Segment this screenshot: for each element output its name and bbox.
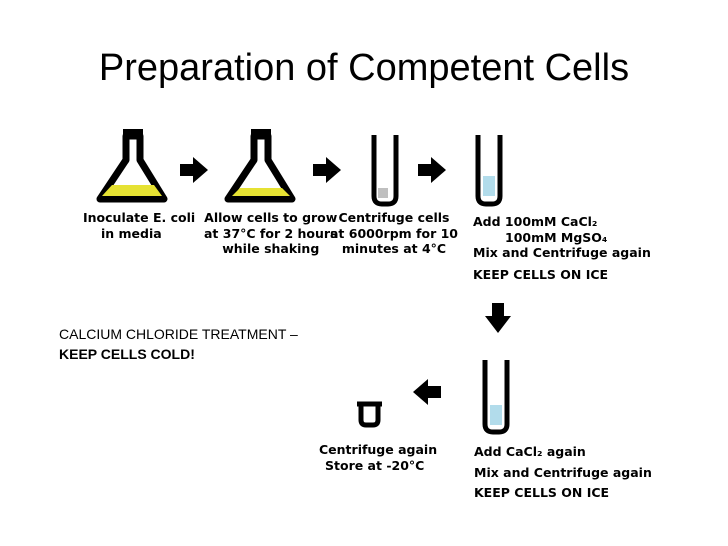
tube-icon-centrifuge [371, 135, 399, 207]
cells [483, 176, 495, 196]
arrow-right-icon [180, 157, 208, 183]
step-label-centrifuge-1: Centrifuge cells at 6000rpm for 10 minut… [330, 210, 458, 256]
flask-icon-grow [224, 129, 296, 203]
step-label-inoculate: Inoculate E. coli in media [83, 210, 196, 241]
tube-icon-wash [482, 360, 510, 435]
arrow-left-icon [413, 379, 441, 405]
step-label-allow-grow: Allow cells to grow at 37°C for 2 hours … [204, 210, 338, 256]
pellet [378, 188, 388, 198]
treatment-note: CALCIUM CHLORIDE TREATMENT – KEEP CELLS … [59, 326, 298, 362]
step-label-store: Centrifuge again Store at -20°C [319, 442, 438, 473]
media-fill [232, 188, 290, 196]
media-fill [102, 185, 162, 196]
step-label-add-cacl2-mgso4: Add 100mM CaCl₂ 100mM MgSO₄ Mix and Cent… [473, 214, 651, 282]
tube-icon-resuspend [475, 135, 503, 207]
flask-icon-inoculate [96, 129, 168, 203]
cells [490, 405, 502, 425]
keep-on-ice-warning: KEEP CELLS ON ICE [473, 266, 609, 282]
page-title: Preparation of Competent Cells [98, 47, 630, 89]
arrow-right-icon [313, 157, 341, 183]
arrow-right-icon [418, 157, 446, 183]
tube-icon-store [357, 401, 382, 428]
step-label-add-cacl2-again: Add CaCl₂ again Mix and Centrifuge again… [474, 444, 652, 500]
arrow-down-icon [485, 303, 511, 333]
